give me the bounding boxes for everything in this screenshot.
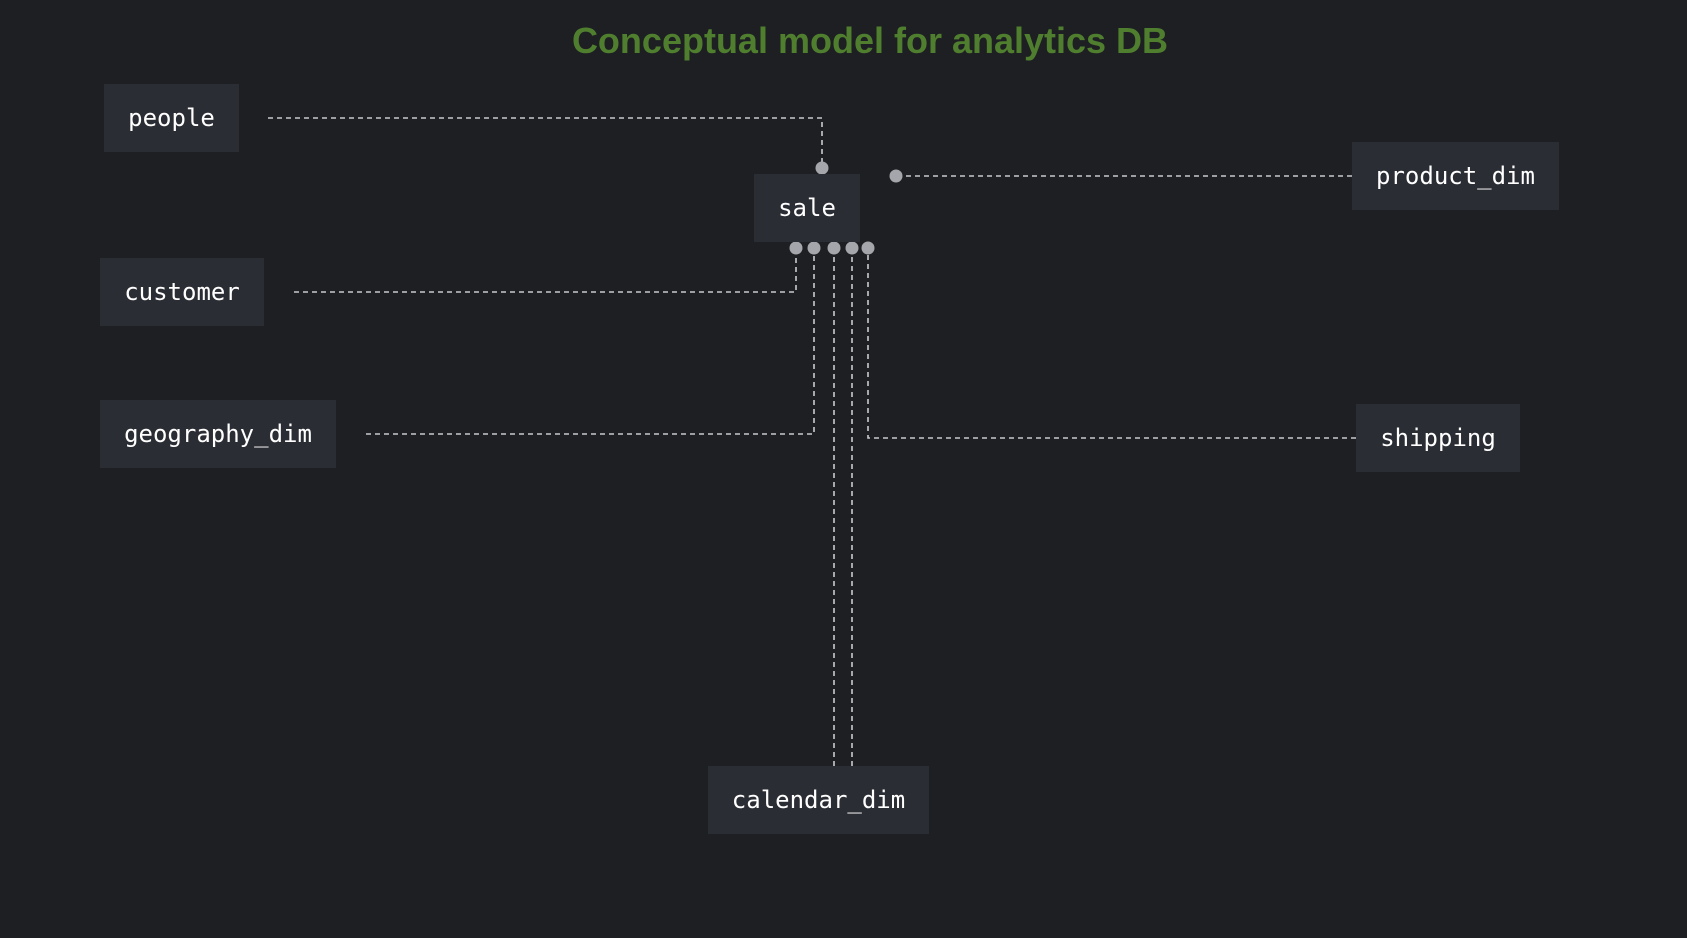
link-people-sale xyxy=(268,117,823,168)
entity-calendar-dim[interactable]: calendar_dim xyxy=(708,766,929,834)
entity-geography-dim[interactable]: geography_dim xyxy=(100,400,336,468)
endpoint-dot xyxy=(861,241,875,255)
endpoint-dot xyxy=(815,161,829,175)
endpoint-dot xyxy=(789,241,803,255)
entity-shipping[interactable]: shipping xyxy=(1356,404,1520,472)
entity-customer[interactable]: customer xyxy=(100,258,264,326)
endpoint-dot xyxy=(807,241,821,255)
link-geography-dim-sale xyxy=(366,248,815,435)
endpoint-dot xyxy=(827,241,841,255)
link-customer-sale xyxy=(294,248,797,293)
entity-people[interactable]: people xyxy=(104,84,239,152)
diagram-title: Conceptual model for analytics DB xyxy=(571,20,1169,61)
link-shipping-sale xyxy=(867,248,1356,439)
endpoint-dot xyxy=(889,169,903,183)
entity-product-dim[interactable]: product_dim xyxy=(1352,142,1559,210)
endpoint-dot xyxy=(845,241,859,255)
entity-sale[interactable]: sale xyxy=(754,174,860,242)
